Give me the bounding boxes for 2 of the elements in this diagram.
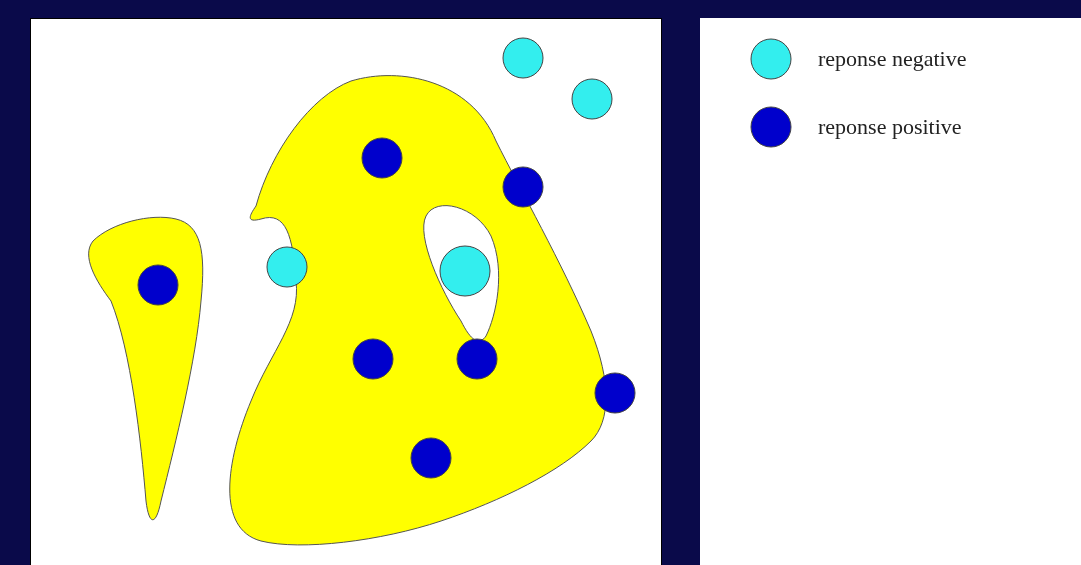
legend-label: reponse positive bbox=[818, 114, 962, 140]
legend-label: reponse negative bbox=[818, 46, 967, 72]
